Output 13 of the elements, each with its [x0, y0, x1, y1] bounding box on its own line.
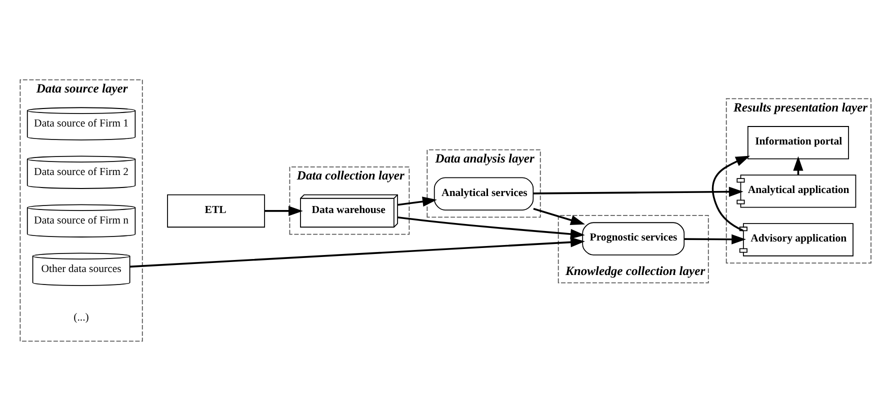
node-box: Prognostic services	[582, 222, 685, 255]
arrow	[264, 205, 303, 216]
arrow	[130, 236, 585, 268]
arrow	[684, 234, 746, 244]
arrow	[533, 207, 586, 225]
arrow	[397, 196, 437, 206]
node-box: ETL	[167, 194, 266, 228]
node-box: Analytical services	[434, 176, 534, 210]
arrow	[712, 155, 750, 231]
label: (...)	[74, 311, 89, 324]
arrow	[398, 216, 585, 239]
node-box: Information portal	[747, 126, 849, 159]
arrow	[534, 186, 744, 196]
